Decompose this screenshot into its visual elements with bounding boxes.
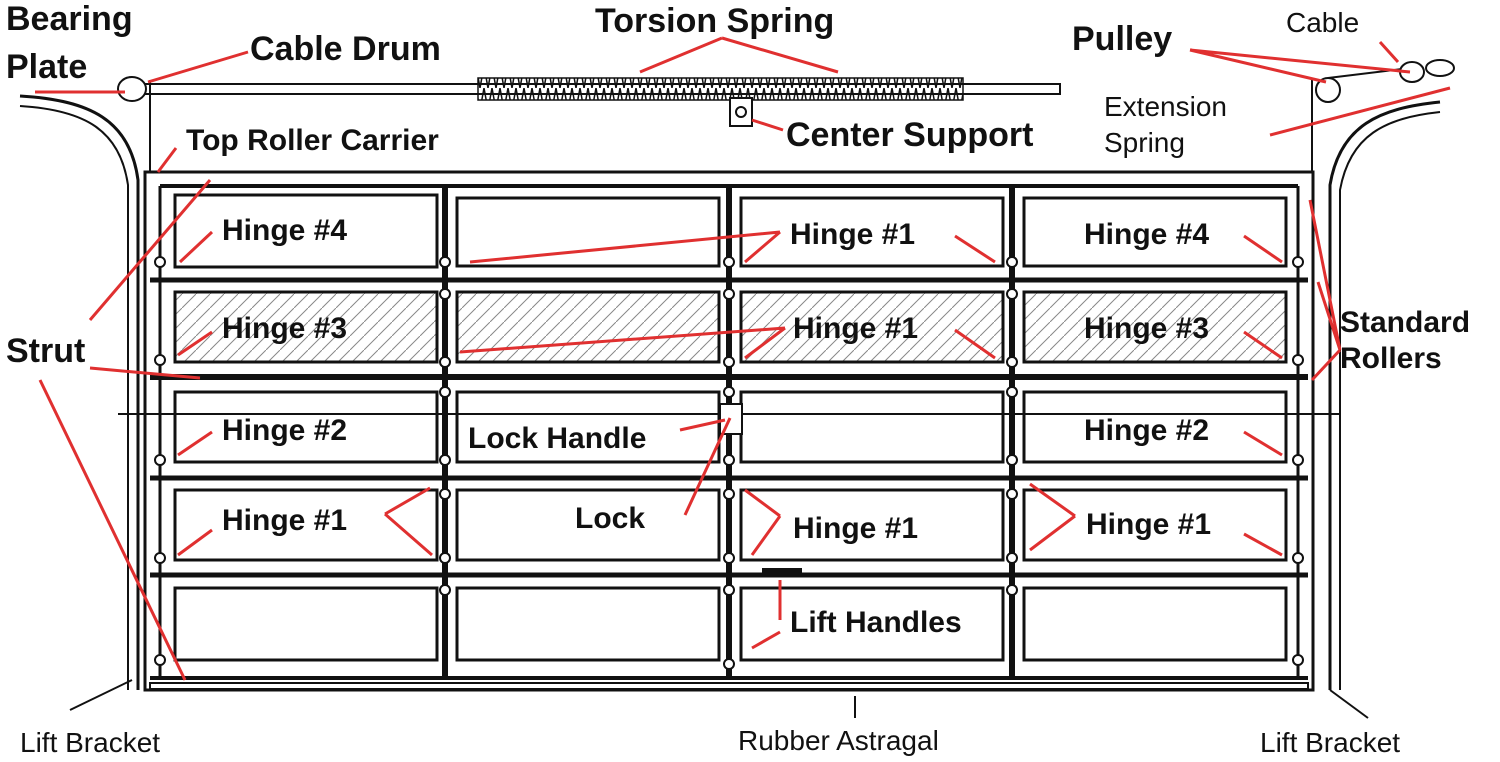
leader-r1-c3 [469, 230, 996, 264]
label-torsion-spring: Torsion Spring [595, 2, 834, 40]
label-cable: Cable [1286, 7, 1359, 38]
track-right-curve [1328, 100, 1441, 690]
panel-r3-c1 [173, 390, 439, 464]
label-rubber-astragal: Rubber Astragal [738, 725, 939, 756]
label-lift-bracket-left: Lift Bracket [20, 727, 160, 758]
leader-lines [35, 36, 1451, 681]
center-support-bracket [729, 97, 753, 127]
leader-standard-rollers [1308, 199, 1342, 382]
leader-strut-3 [38, 379, 187, 681]
label-standard-rollers-2: Rollers [1340, 342, 1442, 375]
leader-top-roller-carrier [156, 147, 178, 173]
label-center-support: Center Support [786, 116, 1033, 154]
label-top-roller-carrier: Top Roller Carrier [186, 124, 439, 157]
label-standard-rollers-1: Standard [1340, 306, 1470, 339]
label-r2-c1: Hinge #3 [222, 312, 347, 345]
panel-r1-c3 [739, 196, 1005, 268]
label-r2-c3: Hinge #1 [793, 312, 918, 345]
label-r3-c4: Hinge #2 [1084, 414, 1209, 447]
panel-r4-c3 [739, 488, 1005, 562]
leader-r4-c3 [744, 488, 782, 556]
leader-pulley [1189, 48, 1411, 84]
labels: Bearing Plate Cable Drum Torsion Spring … [6, 0, 1470, 758]
panel-r1-c2 [455, 196, 721, 268]
leader-r4-c1 [177, 486, 433, 557]
door-structure [19, 59, 1455, 692]
panel-r4-c2 [455, 488, 721, 562]
leader-strut-1 [88, 179, 212, 321]
leader-r1-c1 [178, 230, 214, 264]
label-r4-c3: Hinge #1 [793, 512, 918, 545]
rubber-astragal-strip [149, 682, 1309, 690]
leader-lift-handles [751, 580, 782, 650]
bottom-leaders [69, 679, 1369, 719]
panel-r5-c2 [455, 586, 721, 662]
leader-r3-c1 [177, 430, 213, 457]
leader-extension-spring [1269, 86, 1451, 137]
leader-cable [1378, 40, 1400, 64]
label-extension-spring-2: Spring [1104, 127, 1185, 158]
leader-r2-c4 [1243, 330, 1283, 360]
label-cable-drum: Cable Drum [250, 30, 441, 68]
label-r1-c1: Hinge #4 [222, 214, 347, 247]
leader-lock [683, 417, 732, 516]
panel-r1-c1 [173, 193, 439, 269]
leader-strut-2 [89, 366, 201, 380]
label-r1-c3: Hinge #1 [790, 218, 915, 251]
track-left-curve [19, 94, 140, 690]
label-bearing-plate-1: Bearing [6, 0, 133, 38]
label-r1-c4: Hinge #4 [1084, 218, 1209, 251]
label-r2-c4: Hinge #3 [1084, 312, 1209, 345]
leader-r2-c1 [177, 330, 213, 357]
panel-r4-c4 [1022, 488, 1288, 562]
leader-center-support [751, 118, 784, 132]
label-lock-handle: Lock Handle [468, 422, 646, 455]
panel-r4-c1 [173, 488, 439, 562]
leader-lock-handle [679, 418, 726, 432]
leader-r1-c4 [1243, 234, 1283, 264]
label-extension-spring-1: Extension [1104, 91, 1227, 122]
leader-torsion-spring [639, 36, 839, 74]
hinges [154, 256, 1304, 670]
label-pulley: Pulley [1072, 20, 1172, 58]
label-lift-bracket-right: Lift Bracket [1260, 727, 1400, 758]
lift-handle [762, 568, 802, 576]
label-strut: Strut [6, 332, 85, 370]
leader-cable-drum [147, 50, 249, 84]
label-r4-c1: Hinge #1 [222, 504, 347, 537]
leader-r4-c4 [1029, 482, 1283, 557]
leader-r3-c4 [1243, 430, 1283, 457]
leader-r2-c3 [459, 326, 996, 360]
label-r3-c1: Hinge #2 [222, 414, 347, 447]
panel-r5-c3 [739, 586, 1005, 662]
glass-panel-r2-c1 [173, 290, 439, 364]
label-r4-c4: Hinge #1 [1086, 508, 1211, 541]
label-bearing-plate-2: Plate [6, 48, 87, 86]
panel-r1-c4 [1022, 196, 1288, 268]
panel-r5-c4 [1022, 586, 1288, 662]
glass-panel-r2-c2 [455, 290, 721, 364]
label-lift-handles: Lift Handles [790, 606, 962, 639]
cable-drum-left [117, 76, 147, 102]
glass-panel-r2-c4 [1022, 290, 1288, 364]
label-lock: Lock [575, 502, 645, 535]
panel-r5-c1 [173, 586, 439, 662]
torsion-spring-coil [477, 77, 964, 101]
panel-r3-c4 [1022, 390, 1288, 464]
